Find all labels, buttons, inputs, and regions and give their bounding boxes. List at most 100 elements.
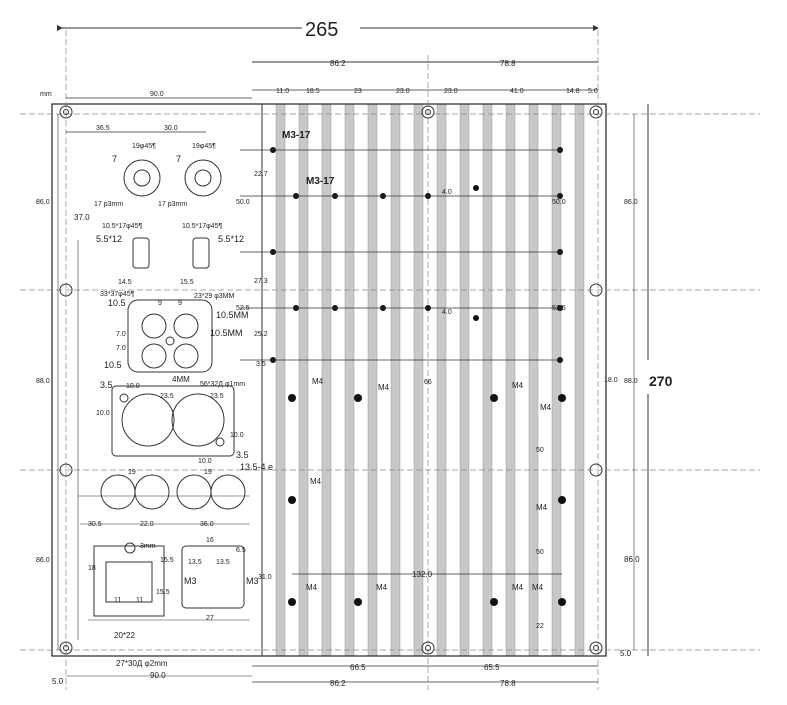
left-side-86b: 86.0 [36,557,50,564]
fin-5 [367,103,378,657]
step-23c: 23.0 [444,88,458,95]
dim-11-a: 11 [114,597,121,604]
inner-4-b: 4.0 [442,309,452,316]
step-11: 11.0 [276,88,289,95]
left-dim-30: 30.0 [164,125,178,132]
overall-width-label: 265 [305,19,338,41]
top-dim-86: 86.2 [330,59,346,68]
center-lines [20,30,760,690]
dim-31: 31.0 [258,574,272,581]
slot-105-a: 10.5*17φ45¶ [102,223,142,230]
rect-27x30: 27*30Д φ2mm [116,659,168,668]
m4-g: M4 [306,583,318,592]
hole-19-b: 19φ45¶ [192,143,216,150]
fin-10 [482,103,493,657]
step-5: 5.0 [588,88,598,95]
inner-25-2: 25.2 [254,331,268,338]
m3-a: M3 [184,576,197,586]
step-23b: 23.0 [396,88,410,95]
fin-6 [390,103,401,657]
dim-135-a: 13.5 [188,559,202,566]
slot-105-b: 10.5*17φ45¶ [182,223,222,230]
inner-22: 22 [536,623,544,630]
left-dim-37: 37.0 [74,213,90,222]
dim-19-b: 19 [204,469,212,476]
dim-100-b: 10.0 [96,410,110,417]
top-step-labels: 11.0 18.5 23 23.0 23.0 41.0 14.8 5.0 [276,88,598,95]
m3-b: M3 [246,576,259,586]
dim-105-a: 10.5 [108,298,126,308]
step-14: 14.8 [566,88,580,95]
dim-155-b: 15.5 [156,589,170,596]
inner-50-c: 50 [536,447,544,454]
dim-155-a: 15.5 [160,557,174,564]
dim-70-b: 7.0 [116,345,126,352]
block-23x29: 23*29 φ3MM [194,293,235,300]
left-dim-mm: mm [40,91,52,98]
slot-55-a: 5.5*12 [96,234,122,244]
dim-30-5: 30.5 [88,521,102,528]
inner-132: 132.0 [412,570,433,579]
fin-13 [551,103,562,657]
mounting-holes [59,105,603,655]
fin-9 [459,103,470,657]
m4-c: M4 [512,381,524,390]
left-panel-labels: 19φ45¶ 19φ45¶ 7 7 17 p3mm 17 p3mm 10.5*1… [52,143,273,686]
m4-e: M4 [310,477,322,486]
dim-16: 16 [206,537,214,544]
bottom-65: 65.5 [484,663,500,672]
dim-105-d: 10.5 [104,360,122,370]
inner-50-a: 50.0 [236,199,250,206]
fin-11 [505,103,516,657]
dim-235-a: 23.5 [160,393,174,400]
inner-50-d: 50 [536,549,544,556]
board-outline [51,103,607,657]
dim-3mm: 3mm [140,543,156,550]
right-side-86a: 86.0 [624,199,638,206]
dim-14-5: 14.5 [118,279,132,286]
dim-20x22: 20*22 [114,631,135,640]
dim-66: 66 [424,379,432,386]
m4-f: M4 [536,503,548,512]
m4-j: M4 [532,583,544,592]
block-33x37: 33*37φ45¶ [100,291,135,298]
fin-8 [436,103,447,657]
slot-55-b: 5.5*12 [218,234,244,244]
rect-56x32: 56*32Д φ1mm [200,381,245,388]
bottom-5: 5.0 [52,677,64,686]
left-side-86a: 86.0 [36,199,50,206]
inner-27-3: 27.3 [254,278,268,285]
inner-50-b: 50.0 [552,199,566,206]
dim-235-b: 23.5 [210,393,224,400]
left-leaders [66,240,252,677]
dim-105-c: 10.5MM [210,328,243,338]
dim-4mm: 4MM [172,375,190,384]
fin-12 [528,103,539,657]
m4-h: M4 [376,583,388,592]
heatsink-labels: M3-17 M3-17 50.0 50.0 52.5 52.5 22.7 27.… [236,130,632,658]
dim-6-5: 6.5 [236,547,246,554]
right-side-88: 88.0 [624,378,638,385]
top-dim-78: 78.8 [500,59,516,68]
hole-19-a: 19φ45¶ [132,143,156,150]
fin-1 [275,103,286,657]
m4-d: M4 [540,403,552,412]
dim-11-b: 11 [136,597,143,604]
left-dim-36: 36.5 [96,125,110,132]
dim-100-d: 10.0 [198,458,212,465]
dim-7-b: 7 [176,154,181,164]
dim-36: 36.0 [200,521,214,528]
dim-9-a: 9 [158,300,162,307]
fin-14 [574,103,585,657]
inner-5: 5.0 [620,649,632,658]
fin-4 [344,103,355,657]
hole-17-a: 17 p3mm [94,201,123,208]
dim-9-b: 9 [178,300,182,307]
dim-35-a: 3.5 [100,380,113,390]
inner-4-a: 4.0 [442,189,452,196]
inner-52-a: 52.5 [236,305,250,312]
inner-52-b: 52.5 [552,305,566,312]
dim-15-5: 15.5 [180,279,194,286]
